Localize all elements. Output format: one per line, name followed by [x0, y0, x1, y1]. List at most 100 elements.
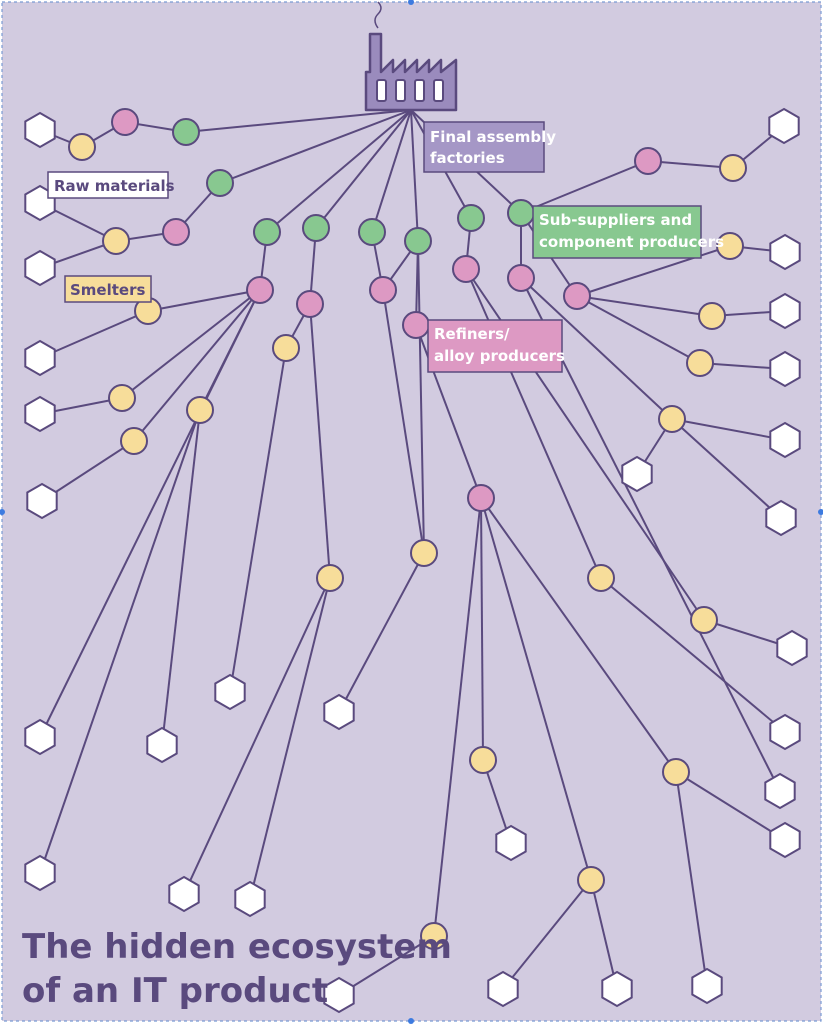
smelter-node — [469, 746, 497, 774]
supply-link — [249, 577, 331, 900]
supply-chain-nodes — [24, 107, 808, 1014]
supply-link — [417, 240, 425, 554]
smelter-node — [186, 396, 214, 424]
factory-window — [376, 79, 387, 102]
label-box — [47, 171, 169, 199]
raw-material-hexagon-icon — [214, 673, 246, 711]
supply-link-factory — [410, 109, 419, 242]
raw-material-hexagon-icon — [769, 421, 801, 459]
diagram-title-line2: of an IT product — [22, 971, 328, 1011]
supply-link-factory — [315, 109, 412, 229]
supply-link — [183, 577, 331, 895]
raw-material-hexagon-icon — [323, 976, 355, 1014]
supply-link — [338, 552, 425, 713]
sub-supplier-node — [206, 169, 234, 197]
selection-handle-top — [408, 0, 414, 5]
supply-link — [41, 440, 135, 502]
raw-material-hexagon-icon — [776, 629, 808, 667]
smelter-node — [690, 606, 718, 634]
supply-link — [39, 409, 201, 874]
supply-link-factory — [219, 109, 412, 184]
supply-link — [415, 324, 482, 499]
supply-link — [647, 160, 734, 169]
supply-link — [502, 879, 592, 990]
sub-supplier-node — [253, 218, 281, 246]
supply-link-factory — [371, 109, 412, 233]
label-sub-suppliers-line1: Sub-suppliers and — [539, 211, 692, 229]
label-smelters-text: Smelters — [70, 281, 145, 299]
refiner-node — [507, 264, 535, 292]
raw-material-hexagon-icon — [769, 350, 801, 388]
supply-link — [161, 409, 201, 746]
sub-supplier-node — [302, 214, 330, 242]
smelter-node — [316, 564, 344, 592]
raw-material-hexagon-icon — [24, 854, 56, 892]
raw-material-hexagon-icon — [146, 726, 178, 764]
smelter-node — [587, 564, 615, 592]
smelter-node — [577, 866, 605, 894]
supply-link — [480, 497, 677, 773]
raw-material-hexagon-icon — [621, 455, 653, 493]
supply-link — [133, 289, 261, 442]
supply-link — [382, 289, 425, 554]
label-raw-materials: Raw materials — [47, 171, 175, 199]
label-sub-suppliers-line2: component producers — [539, 233, 724, 251]
refiner-node — [452, 255, 480, 283]
raw-material-hexagon-icon — [495, 824, 527, 862]
diagram-title-line1: The hidden ecosystem — [22, 927, 452, 967]
supply-link — [480, 497, 592, 881]
label-raw-materials-text: Raw materials — [54, 177, 175, 195]
label-final-assembly-line2: factories — [430, 149, 505, 167]
refiner-node — [246, 276, 274, 304]
label-smelters: Smelters — [64, 275, 152, 303]
label-sub-suppliers: Sub-suppliers and component producers — [532, 205, 724, 259]
label-box — [532, 205, 702, 259]
refiner-node — [369, 276, 397, 304]
raw-material-hexagon-icon — [601, 970, 633, 1008]
smelter-node — [68, 133, 96, 161]
smelter-node — [410, 539, 438, 567]
refiner-node — [563, 282, 591, 310]
supply-link-factory — [185, 109, 412, 133]
supply-link — [309, 303, 331, 579]
refiner-node — [111, 108, 139, 136]
raw-material-hexagon-icon — [168, 875, 200, 913]
supply-link-factory — [266, 109, 412, 233]
refiner-node — [467, 484, 495, 512]
smelter-node — [719, 154, 747, 182]
supply-link — [147, 289, 261, 312]
raw-material-hexagon-icon — [769, 233, 801, 271]
label-refiners-line2: alloy producers — [434, 347, 565, 365]
raw-material-hexagon-icon — [24, 339, 56, 377]
smelter-node — [716, 232, 744, 260]
supply-link — [576, 245, 731, 297]
supply-link — [39, 310, 149, 359]
supply-link — [576, 295, 713, 317]
supply-link — [39, 289, 261, 738]
raw-material-hexagon-icon — [323, 693, 355, 731]
supply-link — [671, 418, 782, 519]
selection-handle-right — [818, 509, 823, 515]
smelter-node — [120, 427, 148, 455]
supply-link — [121, 289, 261, 399]
supply-link — [671, 418, 786, 441]
raw-material-hexagon-icon — [24, 718, 56, 756]
refiner-node — [402, 311, 430, 339]
supply-link — [590, 879, 618, 990]
raw-material-hexagon-icon — [691, 967, 723, 1005]
raw-material-hexagon-icon — [24, 249, 56, 287]
factory-window — [414, 79, 425, 102]
smelter-node — [698, 302, 726, 330]
raw-material-hexagon-icon — [769, 713, 801, 751]
supply-link — [338, 935, 435, 996]
supply-link — [520, 160, 649, 214]
sub-supplier-node — [358, 218, 386, 246]
raw-material-hexagon-icon — [24, 395, 56, 433]
supply-link — [600, 577, 786, 733]
supply-link — [675, 771, 708, 987]
refiner-node — [634, 147, 662, 175]
raw-material-hexagon-icon — [234, 880, 266, 918]
